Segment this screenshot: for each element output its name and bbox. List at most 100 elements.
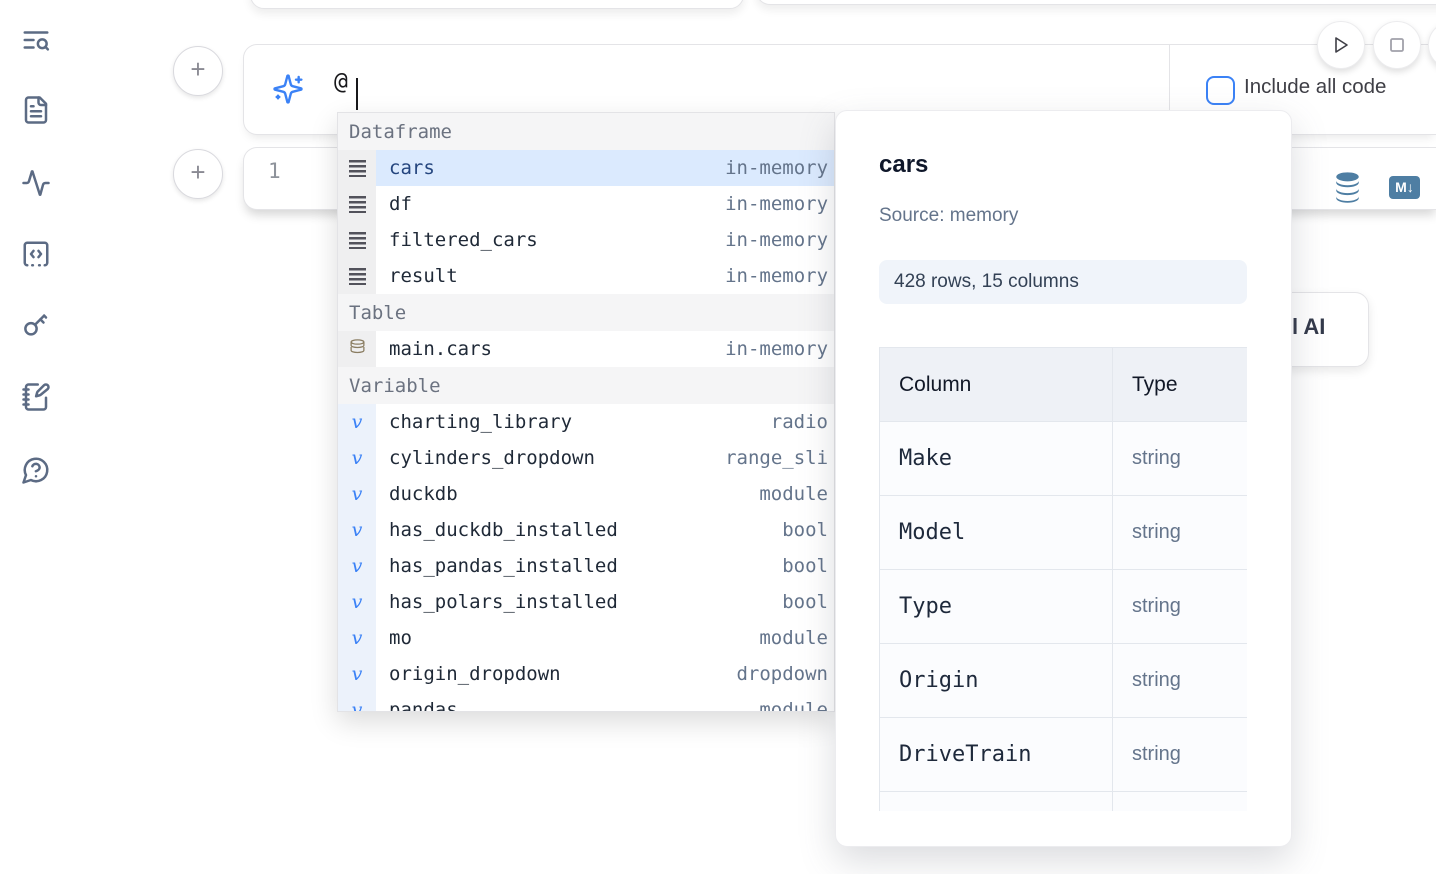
key-icon[interactable] — [21, 310, 51, 340]
autocomplete-item-gutter: v — [338, 440, 376, 476]
autocomplete-item-gutter — [338, 222, 376, 258]
autocomplete-item-gutter: v — [338, 656, 376, 692]
schema-column-type: string — [1112, 643, 1247, 718]
stop-icon — [1390, 38, 1404, 52]
autocomplete-item-type: in-memory — [725, 229, 828, 251]
autocomplete-item-type: bool — [782, 591, 828, 613]
autocomplete-item-name: cars — [389, 157, 435, 179]
activity-icon[interactable] — [21, 168, 51, 198]
autocomplete-item-type: in-memory — [725, 193, 828, 215]
autocomplete-item[interactable]: v origin_dropdown dropdown — [338, 656, 834, 692]
shape-badge: 428 rows, 15 columns — [879, 260, 1247, 304]
cell-actions: M↓ — [1334, 172, 1420, 203]
autocomplete-item-gutter: v — [338, 476, 376, 512]
table-database-icon — [349, 338, 366, 360]
code-square-icon[interactable] — [21, 239, 51, 269]
autocomplete-item-type: in-memory — [725, 265, 828, 287]
autocomplete-item-gutter — [338, 331, 376, 367]
sparkles-icon — [272, 73, 304, 105]
dataframe-icon — [348, 159, 366, 177]
dataframe-icon — [348, 231, 366, 249]
schema-column-type: string — [1112, 495, 1247, 570]
notebook-pen-icon[interactable] — [21, 382, 51, 412]
text-cursor — [356, 78, 358, 110]
add-cell-button-top[interactable]: + — [173, 46, 223, 96]
autocomplete-item-gutter — [338, 186, 376, 222]
run-cell-button[interactable] — [1317, 21, 1365, 69]
datasource-database-icon[interactable] — [1334, 172, 1361, 203]
add-cell-button-bottom[interactable]: + — [173, 149, 223, 199]
autocomplete-item-type: module — [759, 627, 828, 649]
autocomplete-item[interactable]: filtered_cars in-memory — [338, 222, 834, 258]
previous-cell-partial — [250, 0, 744, 9]
variable-icon: v — [351, 663, 363, 685]
autocomplete-item-name: charting_library — [389, 411, 573, 433]
play-icon — [1335, 37, 1348, 53]
autocomplete-item-type: in-memory — [725, 338, 828, 360]
panel-title: cars — [879, 151, 929, 178]
autocomplete-item-type: bool — [782, 555, 828, 577]
variable-icon: v — [351, 411, 363, 433]
variable-icon: v — [351, 627, 363, 649]
autocomplete-item-gutter — [338, 150, 376, 186]
schema-column-name: Origin — [879, 643, 1113, 718]
file-text-icon[interactable] — [21, 95, 51, 125]
schema-column-name: Model — [879, 495, 1113, 570]
ai-action-label-fragment: l AI — [1292, 314, 1326, 339]
markdown-convert-icon[interactable]: M↓ — [1389, 176, 1420, 199]
autocomplete-item-gutter — [338, 258, 376, 294]
autocomplete-section-header: Dataframe — [338, 113, 834, 150]
variable-icon: v — [351, 447, 363, 469]
autocomplete-item-type: dropdown — [736, 663, 828, 685]
schema-column-type: string — [1112, 717, 1247, 792]
autocomplete-item-name: origin_dropdown — [389, 663, 561, 685]
ai-prompt-input[interactable]: @ — [334, 69, 348, 95]
dataframe-icon — [348, 267, 366, 285]
stop-button[interactable] — [1373, 21, 1421, 69]
variable-icon: v — [351, 591, 363, 613]
autocomplete-item-body: filtered_cars in-memory — [376, 222, 834, 258]
autocomplete-item-name: duckdb — [389, 483, 458, 505]
autocomplete-item-name: has_duckdb_installed — [389, 519, 618, 541]
dataframe-icon — [348, 195, 366, 213]
autocomplete-item[interactable]: v charting_library radio — [338, 404, 834, 440]
schema-row-partial — [879, 791, 1247, 811]
text-search-icon[interactable] — [21, 25, 51, 55]
schema-column-name: Type — [879, 569, 1113, 644]
line-number: 1 — [268, 159, 281, 183]
help-message-icon[interactable] — [21, 455, 51, 485]
schema-column-name: DriveTrain — [879, 717, 1113, 792]
autocomplete-item-name: filtered_cars — [389, 229, 538, 251]
autocomplete-item-name: pandas — [389, 699, 458, 712]
include-all-code-checkbox[interactable] — [1206, 76, 1235, 105]
schema-header-column: Column — [879, 347, 1113, 422]
autocomplete-item-type: radio — [770, 411, 828, 433]
variable-icon: v — [351, 555, 363, 577]
